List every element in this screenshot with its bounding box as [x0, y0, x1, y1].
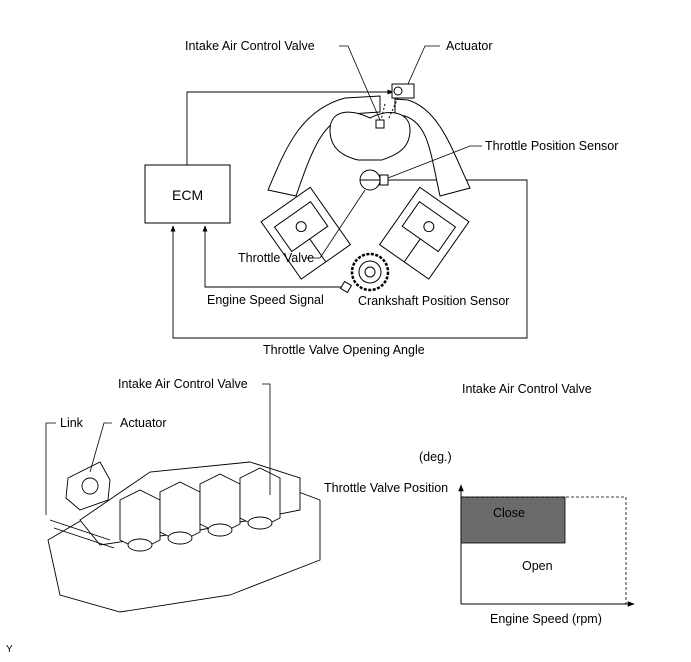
- label-intake-air-control-valve-top: Intake Air Control Valve: [185, 39, 315, 53]
- crankshaft-gear: [339, 252, 390, 294]
- throttle-angle-wire: [170, 179, 528, 339]
- graph-close-label: Close: [493, 506, 525, 520]
- graph-xlabel: Engine Speed (rpm): [490, 612, 602, 626]
- manifold-illustration: [47, 461, 321, 613]
- bottom-leader-lines: [45, 383, 271, 515]
- corner-mark: Y: [6, 644, 13, 655]
- graph-close-region: [460, 496, 566, 544]
- graph-title: Intake Air Control Valve: [462, 382, 592, 396]
- graph-unit: (deg.): [419, 450, 452, 464]
- label-throttle-position-sensor: Throttle Position Sensor: [485, 139, 619, 153]
- graph-dashed-bounds: [461, 496, 627, 604]
- label-intake-air-control-valve-bottom: Intake Air Control Valve: [118, 377, 248, 391]
- top-leader-lines: [306, 45, 482, 259]
- engine-speed-wire: [202, 225, 345, 288]
- engine-illustration: [260, 83, 471, 280]
- label-link: Link: [60, 416, 83, 430]
- label-ecm: ECM: [172, 187, 204, 203]
- ecm-box: [144, 164, 231, 224]
- label-crankshaft-position-sensor: Crankshaft Position Sensor: [358, 294, 510, 308]
- label-throttle-valve-opening-angle: Throttle Valve Opening Angle: [263, 343, 425, 357]
- ecm-actuator-wire: [186, 89, 394, 165]
- label-actuator-bottom: Actuator: [120, 416, 167, 430]
- graph-ylabel: Throttle Valve Position: [324, 481, 449, 495]
- graph-open-label: Open: [522, 559, 553, 573]
- label-engine-speed-signal: Engine Speed Signal: [207, 293, 324, 307]
- label-actuator-top: Actuator: [446, 39, 493, 53]
- label-throttle-valve: Throttle Valve: [238, 251, 315, 265]
